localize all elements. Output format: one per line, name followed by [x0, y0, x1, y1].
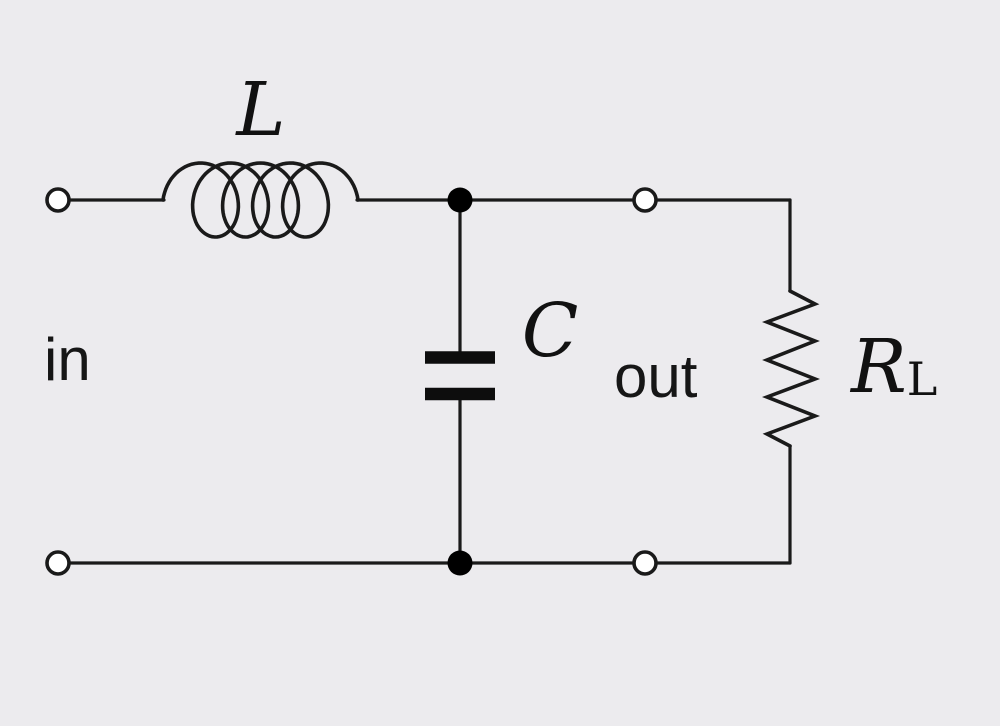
input-terminal-top — [45, 187, 71, 213]
resistor-label: RL — [849, 324, 937, 410]
inductor-symbol — [161, 161, 360, 239]
wires — [67, 198, 792, 565]
input-label: in — [44, 326, 91, 393]
junction-dot-top — [447, 187, 473, 213]
junction-dot-bottom — [447, 550, 473, 576]
resistor-label-main: R — [849, 324, 907, 410]
input-terminal-bottom — [45, 550, 71, 576]
inductor-label: L — [234, 67, 285, 153]
output-terminal-bottom — [632, 550, 658, 576]
output-terminal-top — [632, 187, 658, 213]
resistor-label-subscript: L — [907, 352, 938, 406]
resistor-symbol — [761, 289, 821, 448]
output-label: out — [614, 343, 698, 410]
capacitor-label: C — [522, 288, 579, 374]
